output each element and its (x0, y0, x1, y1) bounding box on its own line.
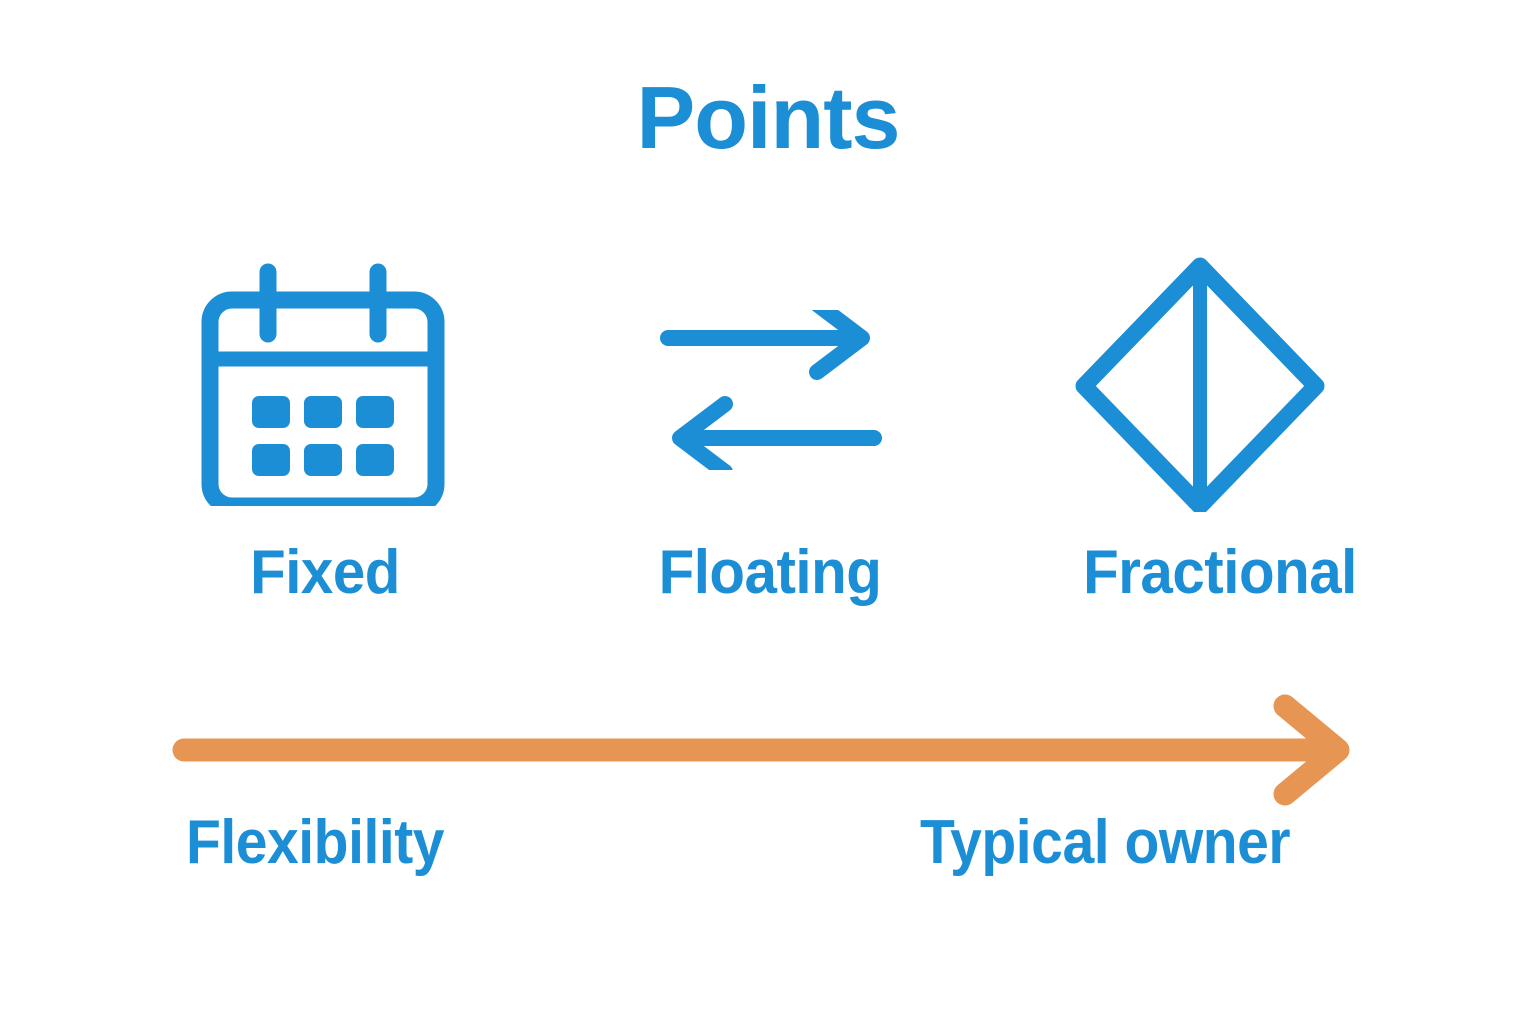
category-label-fixed: Fixed (250, 538, 400, 607)
category-floating-icon-box (600, 250, 940, 515)
split-diamond-icon (1075, 257, 1325, 512)
page-title: Points (636, 68, 901, 167)
category-fractional: Fractional (1040, 250, 1400, 604)
category-floating: Floating (600, 250, 940, 604)
category-fixed: Fixed (160, 250, 490, 604)
category-label-fractional: Fractional (1083, 538, 1357, 607)
right-arrow-icon (172, 694, 1350, 806)
category-fixed-icon-box (160, 250, 490, 515)
calendar-icon (201, 263, 445, 506)
category-label-floating: Floating (658, 538, 882, 607)
spectrum-right-label: Typical owner (920, 808, 1291, 877)
spectrum-arrow-container (160, 686, 1380, 816)
exchange-arrows-icon (660, 310, 882, 470)
spectrum-left-label: Flexibility (186, 808, 445, 877)
category-fractional-icon-box (1040, 250, 1400, 515)
